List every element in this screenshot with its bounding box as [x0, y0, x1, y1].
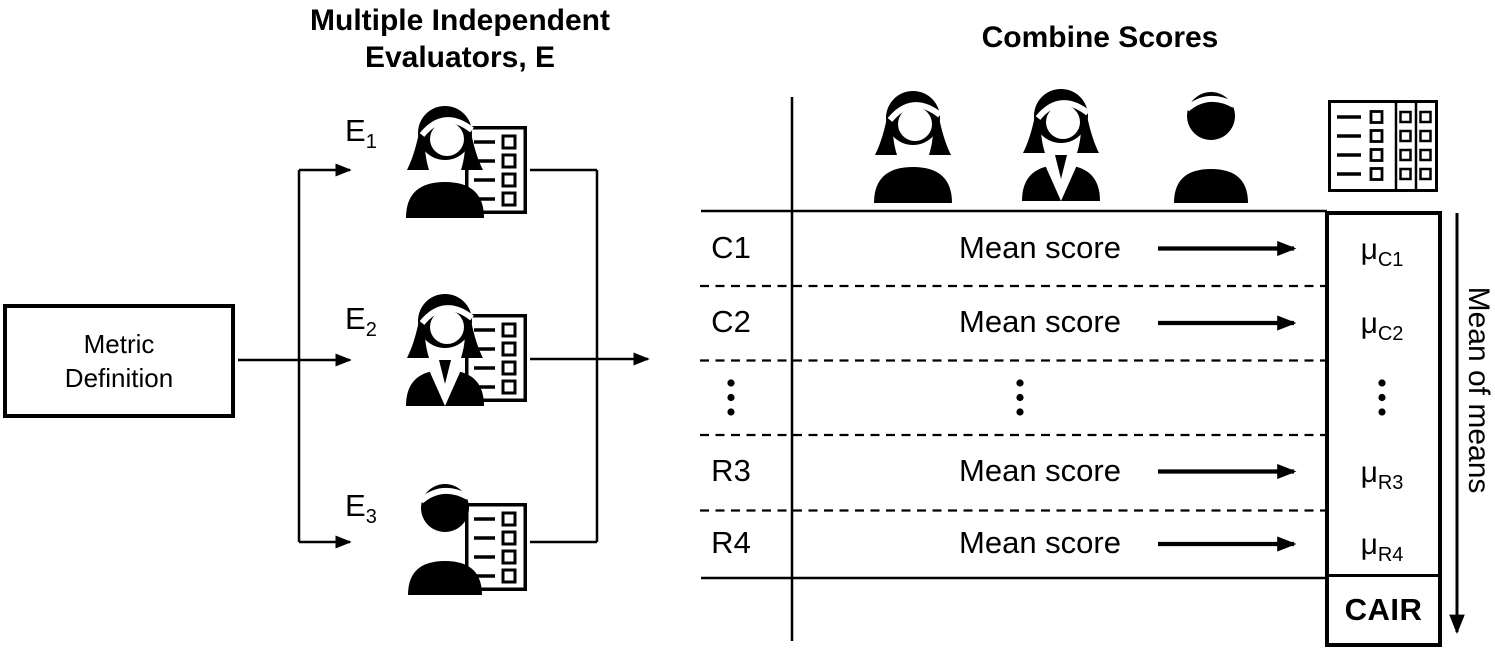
mu-value-r3: μR3: [1360, 456, 1404, 494]
row-content-c1: Mean score: [959, 230, 1121, 265]
combine-person-1-icon: [874, 91, 952, 203]
row-arrows: [1158, 240, 1297, 552]
table-grid-lines: [700, 97, 1327, 641]
score-sheets-icon: [1327, 99, 1439, 193]
row-content-r3: Mean score: [959, 453, 1121, 488]
row-label-r4: R4: [711, 525, 751, 560]
row-label-c2: C2: [711, 304, 751, 339]
metric-box-line2: Definition: [64, 363, 174, 393]
evaluator-3-icon: [408, 484, 527, 595]
combine-scores-title: Combine Scores: [981, 21, 1219, 54]
cair-label: CAIR: [1344, 592, 1423, 627]
mu-value-c2: μC2: [1360, 307, 1404, 345]
merge-connector: [530, 168, 650, 544]
evaluator-1-label: E1: [345, 113, 377, 154]
row-content-c2: Mean score: [959, 304, 1121, 339]
fan-out-connector: [238, 163, 352, 549]
evaluator-1-icon: [406, 106, 527, 218]
vertical-ellipsis: [727, 379, 1386, 416]
evaluator-2-label: E2: [345, 301, 377, 342]
evaluators-title: Multiple Independent Evaluators, E: [310, 2, 610, 76]
evaluator-2-icon: [406, 294, 527, 406]
cair-cell: CAIR: [1329, 574, 1438, 643]
mu-value-r4: μR4: [1360, 528, 1404, 566]
evaluators-title-line2: Evaluators, E: [364, 41, 556, 74]
metric-definition-box: Metric Definition: [3, 304, 235, 418]
combine-person-2-icon: [1022, 89, 1100, 201]
combine-person-3-icon: [1174, 92, 1248, 203]
mu-column-box: CAIR: [1325, 211, 1442, 647]
evaluators-title-line1: Multiple Independent: [310, 4, 610, 37]
mean-of-means-label: Mean of means: [1462, 286, 1495, 494]
metric-box-line1: Metric: [83, 329, 155, 359]
row-label-r3: R3: [711, 453, 751, 488]
evaluator-3-label: E3: [345, 488, 377, 529]
mu-value-c1: μC1: [1360, 233, 1404, 271]
row-label-c1: C1: [711, 230, 751, 265]
row-content-r4: Mean score: [959, 525, 1121, 560]
